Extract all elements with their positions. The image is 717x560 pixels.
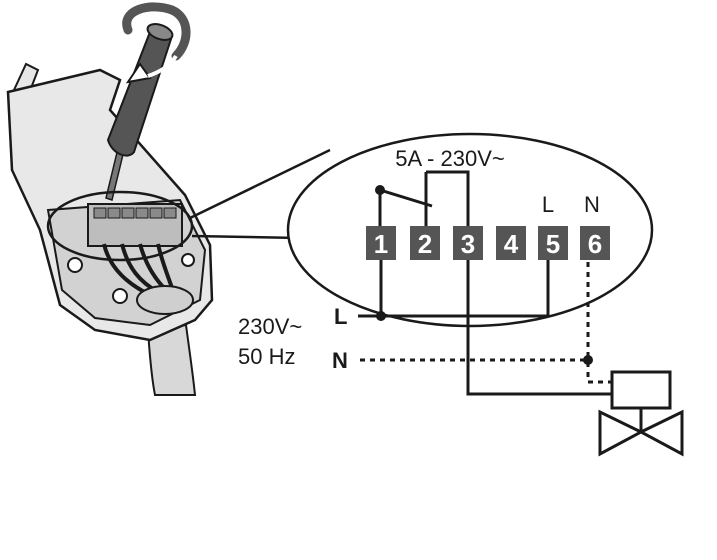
relay-contact-lines bbox=[378, 170, 470, 226]
terminal-6 bbox=[580, 226, 610, 260]
terminal-1 bbox=[366, 226, 396, 260]
terminal-5-number: 5 bbox=[546, 229, 560, 259]
supply-cable bbox=[146, 323, 197, 396]
terminal-strip: 1 2 3 4 5 6 bbox=[366, 226, 610, 260]
cable-clamp bbox=[136, 285, 194, 315]
supply-frequency-label: 50 Hz bbox=[238, 344, 295, 369]
rating-label: 5A - 230V~ bbox=[395, 146, 504, 171]
thermostat-device-illustration bbox=[6, 62, 214, 396]
screwdriver-icon bbox=[105, 23, 174, 201]
terminal-4 bbox=[496, 226, 526, 260]
terminal-1-number: 1 bbox=[374, 229, 388, 259]
zoom-source-ellipse bbox=[46, 190, 194, 262]
neutral-conductor-label: N bbox=[332, 348, 348, 373]
rotate-arrow-icon bbox=[122, 2, 191, 84]
line-conductor-label: L bbox=[334, 304, 347, 329]
relay-pivot-dot bbox=[375, 185, 385, 195]
terminal-5 bbox=[538, 226, 568, 260]
neutral-junction-dot bbox=[583, 355, 593, 365]
terminal-2 bbox=[410, 226, 440, 260]
terminal-2-number: 2 bbox=[418, 229, 432, 259]
valve-actuator bbox=[610, 370, 672, 410]
supply-voltage-label: 230V~ bbox=[238, 314, 302, 339]
terminal-4-number: 4 bbox=[504, 229, 519, 259]
terminal-6-tag: N bbox=[584, 192, 600, 217]
terminal-5-tag: L bbox=[542, 192, 554, 217]
screwdriver-handle bbox=[106, 26, 174, 157]
motorized-valve-icon bbox=[598, 370, 684, 457]
terminal-3-number: 3 bbox=[461, 229, 475, 259]
terminal-6-number: 6 bbox=[588, 229, 602, 259]
valve-body bbox=[598, 409, 684, 457]
zoom-connector-lower bbox=[191, 234, 301, 240]
terminal-3 bbox=[453, 226, 483, 260]
zoom-connector-upper bbox=[189, 148, 331, 220]
device-terminal-screws bbox=[93, 207, 177, 219]
line-junction-dot bbox=[376, 311, 386, 321]
